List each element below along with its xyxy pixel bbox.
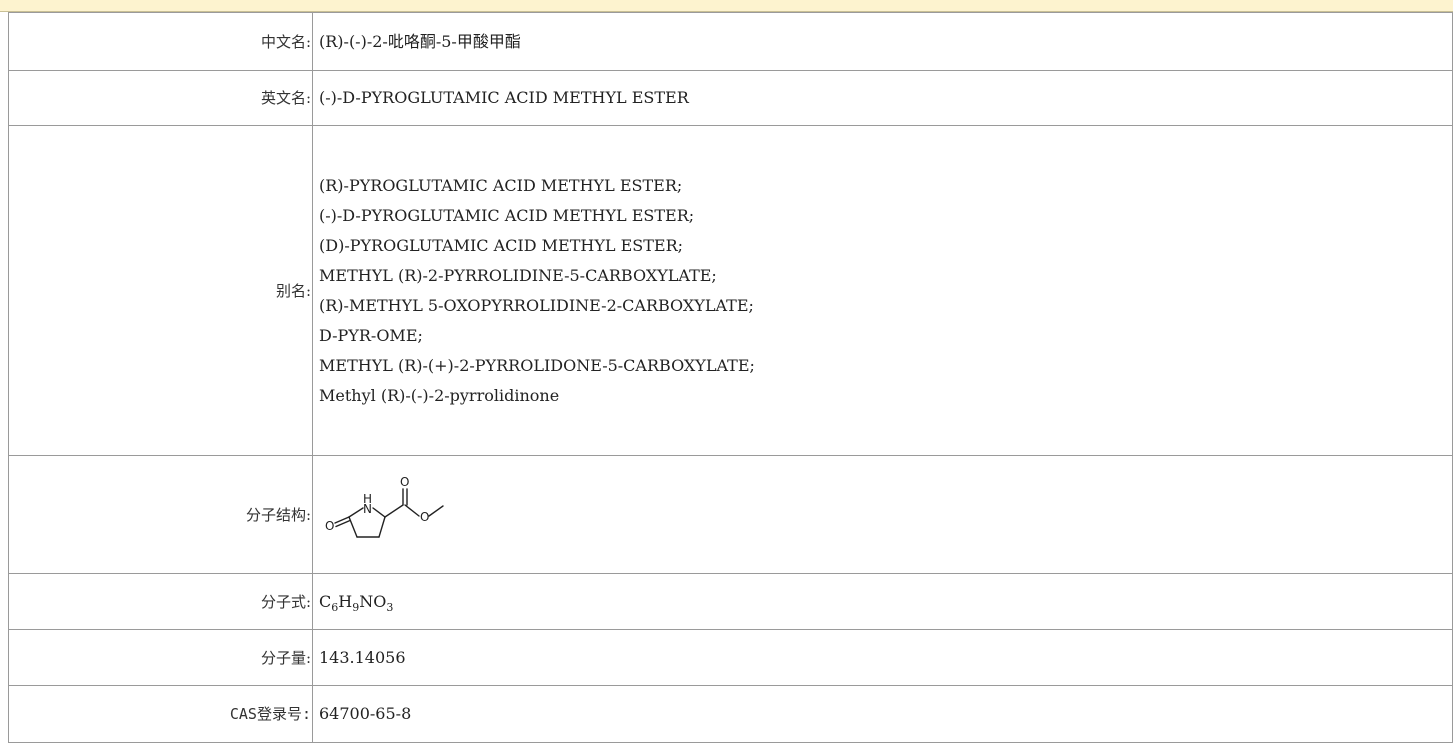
property-table: 中文名: (R)-(-)-2-吡咯酮-5-甲酸甲酯 英文名: (-)-D-PYR… — [8, 12, 1453, 743]
row-molecular-weight: 分子量: 143.14056 — [8, 629, 1453, 686]
alias-item: (R)-METHYL 5-OXOPYRROLIDINE-2-CARBOXYLAT… — [319, 295, 754, 315]
formula-element: C — [319, 591, 332, 611]
molecular-weight-label: 分子量: — [8, 629, 313, 686]
alias-item: Methyl (R)-(-)-2-pyrrolidinone — [319, 385, 560, 405]
formula-label: 分子式: — [8, 573, 313, 630]
formula-subscript: 6 — [331, 600, 339, 614]
alias-item: METHYL (R)-2-PYRROLIDINE-5-CARBOXYLATE; — [319, 265, 717, 285]
structure-value: H N O O O — [312, 455, 1453, 574]
structure-label: 分子结构: — [8, 455, 313, 574]
atom-h-label: H — [363, 492, 372, 506]
row-english-name: 英文名: (-)-D-PYROGLUTAMIC ACID METHYL ESTE… — [8, 70, 1453, 126]
formula-element: NO — [359, 591, 387, 611]
atom-o-label: O — [420, 510, 429, 524]
formula-value: C6H9NO3 — [312, 573, 1453, 630]
molecular-weight-value: 143.14056 — [312, 629, 1453, 686]
alias-item: D-PYR-OME; — [319, 325, 423, 345]
header-band — [0, 0, 1453, 12]
cas-label: CAS登录号: — [8, 685, 313, 743]
row-chinese-name: 中文名: (R)-(-)-2-吡咯酮-5-甲酸甲酯 — [8, 12, 1453, 71]
row-structure: 分子结构: — [8, 455, 1453, 574]
alias-item: METHYL (R)-(+)-2-PYRROLIDONE-5-CARBOXYLA… — [319, 355, 755, 375]
aliases-label: 别名: — [8, 125, 313, 456]
english-name-label: 英文名: — [8, 70, 313, 126]
formula-subscript: 9 — [352, 600, 360, 614]
cas-value: 64700-65-8 — [312, 685, 1453, 743]
aliases-value: (R)-PYROGLUTAMIC ACID METHYL ESTER; (-)-… — [312, 125, 1453, 456]
row-cas: CAS登录号: 64700-65-8 — [8, 685, 1453, 743]
english-name-value: (-)-D-PYROGLUTAMIC ACID METHYL ESTER — [312, 70, 1453, 126]
chinese-name-value: (R)-(-)-2-吡咯酮-5-甲酸甲酯 — [312, 12, 1453, 71]
alias-item: (-)-D-PYROGLUTAMIC ACID METHYL ESTER; — [319, 205, 695, 225]
atom-o-label: O — [325, 519, 334, 533]
alias-list: (R)-PYROGLUTAMIC ACID METHYL ESTER; (-)-… — [319, 171, 1452, 411]
row-aliases: 别名: (R)-PYROGLUTAMIC ACID METHYL ESTER; … — [8, 125, 1453, 456]
row-formula: 分子式: C6H9NO3 — [8, 573, 1453, 630]
molecular-structure-image: H N O O O — [325, 475, 444, 538]
chinese-name-label: 中文名: — [8, 12, 313, 71]
alias-item: (R)-PYROGLUTAMIC ACID METHYL ESTER; — [319, 175, 683, 195]
atom-o-label: O — [400, 475, 409, 489]
atom-n-label: N — [363, 502, 372, 516]
formula-subscript: 3 — [386, 600, 394, 614]
alias-item: (D)-PYROGLUTAMIC ACID METHYL ESTER; — [319, 235, 684, 255]
formula-element: H — [338, 591, 353, 611]
